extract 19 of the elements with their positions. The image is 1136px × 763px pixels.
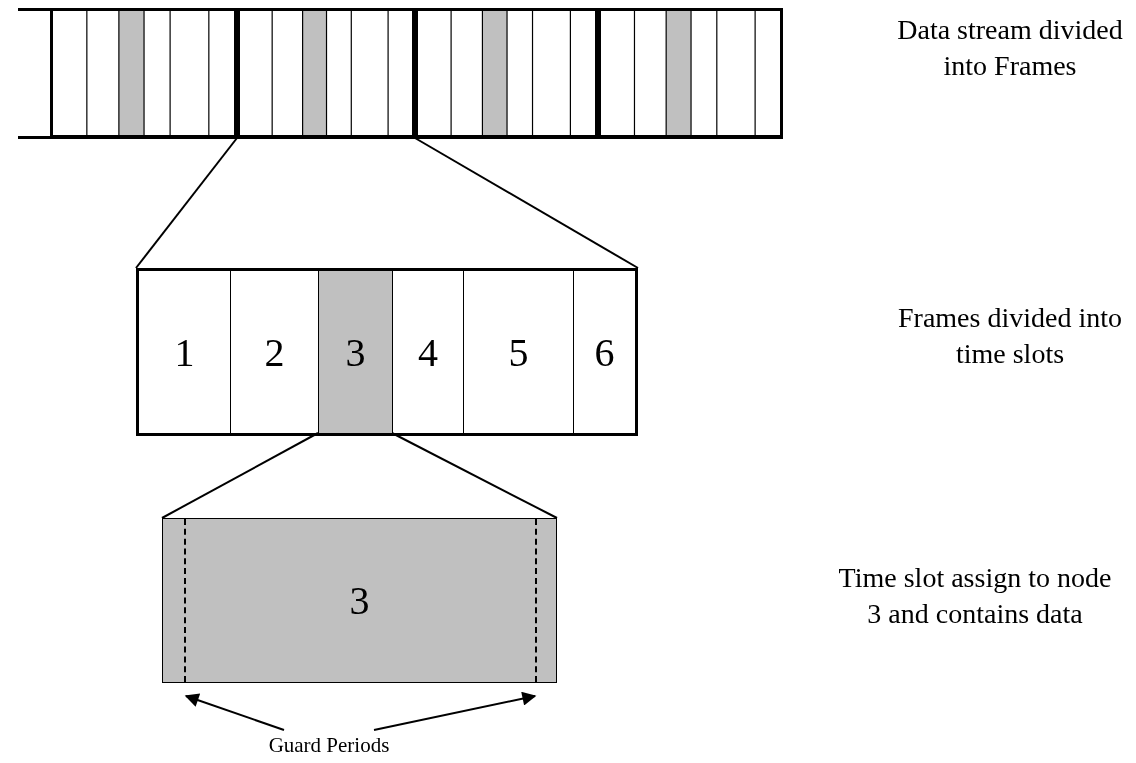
zoom-line xyxy=(414,137,639,269)
guard-periods-label: Guard Periods xyxy=(268,732,390,758)
arrow xyxy=(373,691,537,731)
slot-number: 3 xyxy=(349,577,370,624)
time-slot-box xyxy=(162,518,557,683)
slot-number: 3 xyxy=(345,328,366,376)
description-text: Time slot assign to node 3 and contains data xyxy=(837,561,1113,632)
zoom-line xyxy=(135,137,238,269)
slot-number: 4 xyxy=(418,328,438,376)
slot-number: 1 xyxy=(174,328,195,376)
description-text: Frames divided into time slots xyxy=(897,301,1123,372)
description-text: Data stream divided into Frames xyxy=(896,13,1124,84)
frame-box xyxy=(136,268,638,436)
slot-number: 6 xyxy=(594,328,615,376)
time-slot xyxy=(318,271,392,433)
zoom-line xyxy=(161,432,319,519)
arrow xyxy=(184,693,285,731)
slot-number: 5 xyxy=(508,328,529,376)
slot-number: 2 xyxy=(264,328,285,376)
